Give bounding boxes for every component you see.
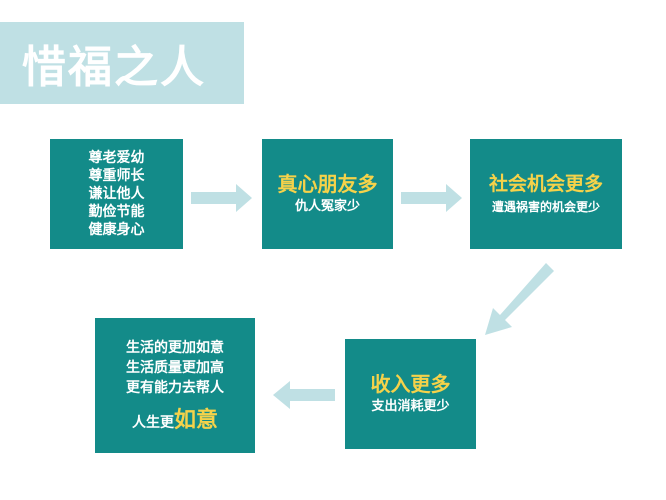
life-final-line: 人生更 如意 [132,402,218,434]
opportunities-heading: 社会机会更多 [488,173,603,195]
virtue-line: 健康身心 [88,222,145,238]
life-final-prefix: 人生更 [131,414,174,431]
life-box: 生活的更加如意 生活质量更加高 更有能力去帮人 人生更 如意 [95,318,255,453]
friends-subtext: 仇人冤家少 [294,199,360,214]
virtues-box: 尊老爱幼 尊重师长 谦让他人 勤俭节能 健康身心 [50,139,183,249]
arrow-left-icon [273,381,335,409]
income-box: 收入更多 支出消耗更少 [345,339,476,449]
virtue-line: 尊老爱幼 [88,150,145,166]
life-line: 生活质量更加高 [126,359,224,376]
virtue-line: 勤俭节能 [88,204,145,220]
title-banner: 惜福之人 [0,22,244,104]
income-heading: 收入更多 [370,372,451,396]
arrow-down-left-icon [485,263,554,335]
opportunities-box: 社会机会更多 遭遇祸害的机会更少 [470,139,622,249]
life-line: 生活的更加如意 [126,339,224,356]
arrow-right-icon [191,184,252,212]
page-title: 惜福之人 [22,42,206,93]
opportunities-subtext: 遭遇祸害的机会更少 [491,200,600,214]
friends-heading: 真心朋友多 [277,172,378,196]
income-subtext: 支出消耗更少 [371,399,450,414]
virtue-line: 谦让他人 [88,186,145,202]
life-final-highlight: 如意 [173,406,218,433]
virtue-line: 尊重师长 [88,168,145,184]
arrow-right-icon [401,184,462,212]
life-line: 更有能力去帮人 [126,379,224,396]
friends-box: 真心朋友多 仇人冤家少 [262,139,393,249]
